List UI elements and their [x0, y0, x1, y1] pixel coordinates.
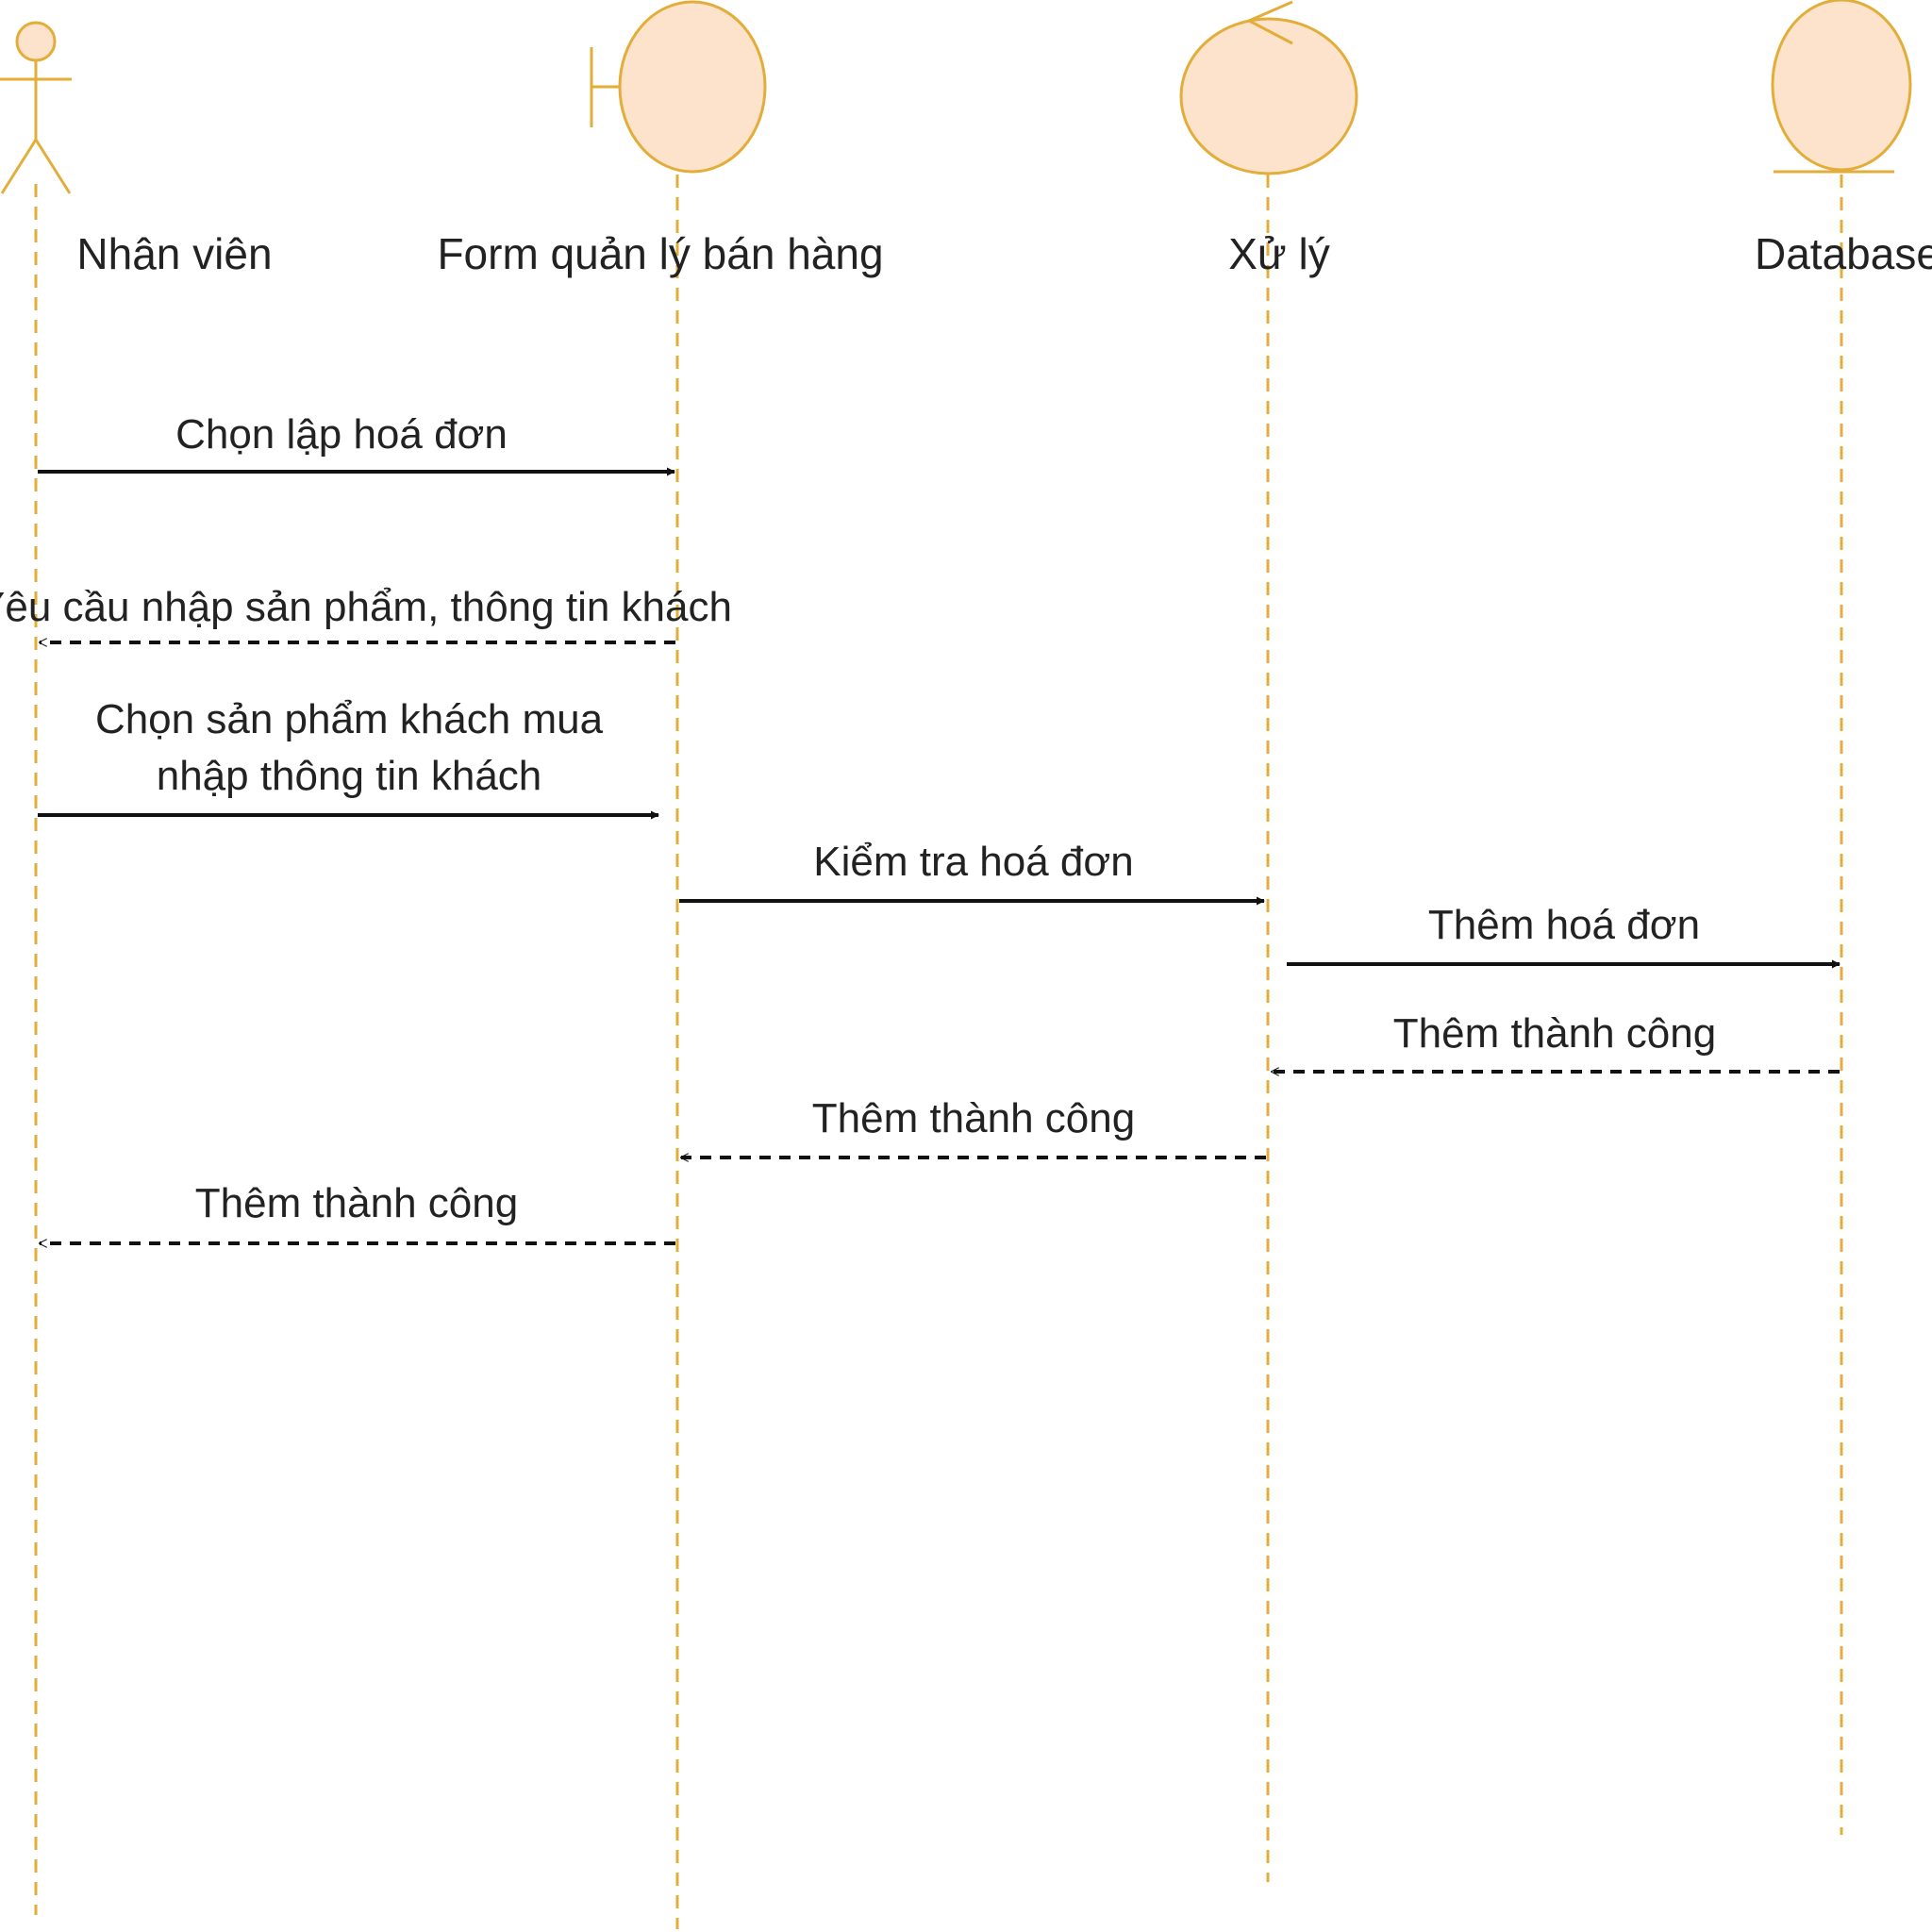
message-label: Kiểm tra hoá đơn	[813, 839, 1133, 885]
participant-label-database: Database	[1755, 229, 1932, 278]
entity-icon	[1771, 0, 1912, 174]
participant-label-form: Form quản lý bán hàng	[437, 229, 883, 278]
message-label: Yêu cầu nhập sản phẩm, thông tin khách	[0, 584, 732, 630]
message-label: Thêm thành công	[812, 1095, 1135, 1141]
message-label: Thêm thành công	[195, 1180, 518, 1226]
message-label: Chọn lập hoá đơn	[175, 411, 508, 458]
control-icon	[1179, 0, 1358, 175]
boundary-icon	[590, 0, 767, 174]
participant-label-xu-ly: Xử lý	[1228, 229, 1329, 278]
message-label: Thêm hoá đơn	[1428, 902, 1700, 948]
actor-icon	[0, 21, 72, 194]
message-label: Chọn sản phẩm khách mua	[95, 696, 604, 742]
message-label: Thêm thành công	[1393, 1010, 1716, 1057]
participant-label-nhan-vien: Nhân viên	[76, 229, 272, 278]
message-label: nhập thông tin khách	[157, 753, 542, 799]
